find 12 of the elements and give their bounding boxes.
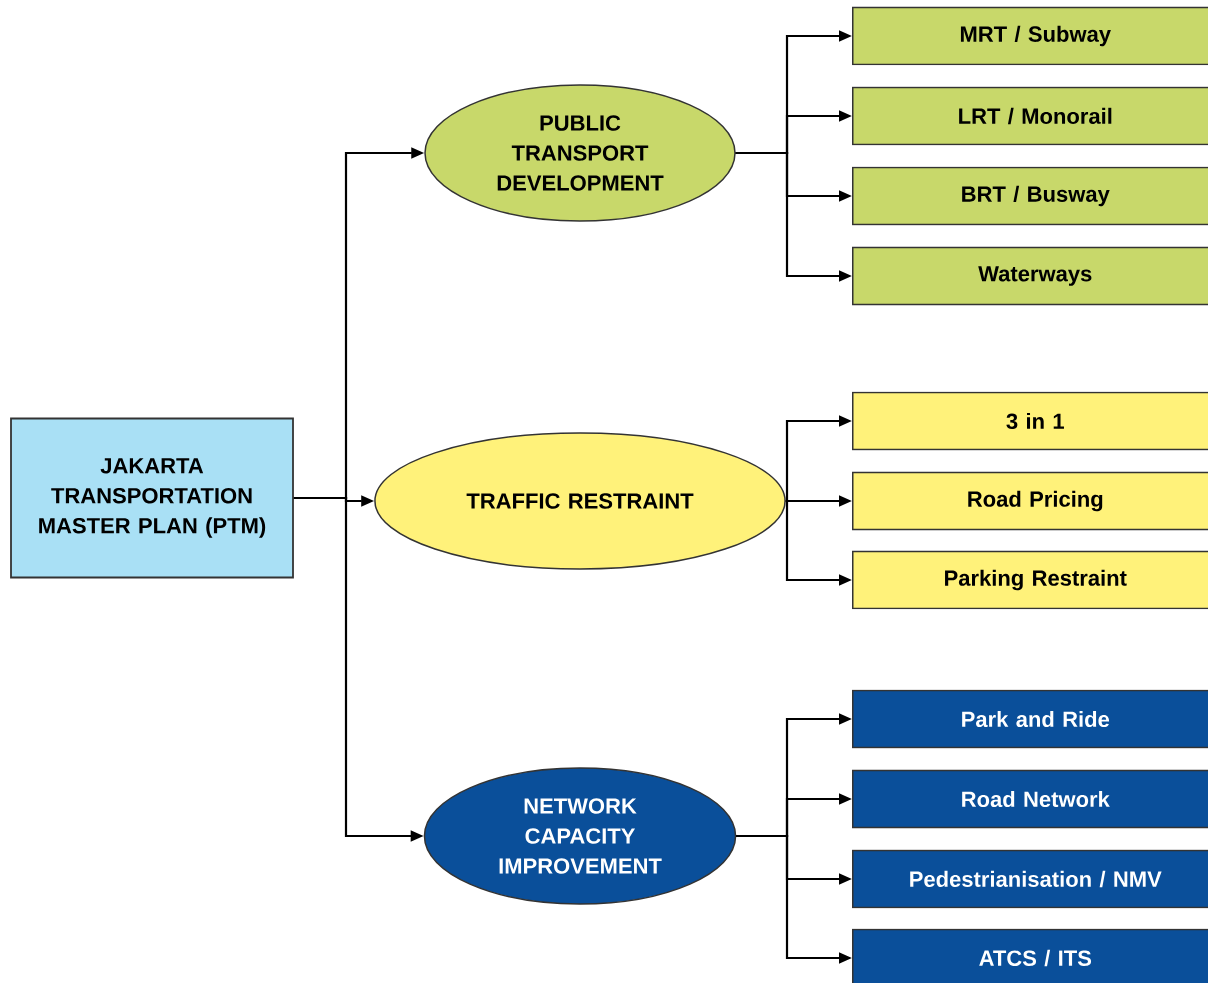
measure-box: LRT / Monorail (852, 86, 1208, 146)
measure-box: MRT / Subway (852, 6, 1208, 66)
measure-box: Waterways (852, 246, 1208, 306)
measure-box: Road Network (852, 769, 1208, 829)
measure-box: BRT / Busway (852, 166, 1208, 226)
measure-box: Parking Restraint (852, 550, 1208, 610)
measure-box: ATCS / ITS (852, 928, 1208, 983)
measure-box: Park and Ride (852, 689, 1208, 749)
measure-box: Pedestrianisation / NMV (852, 849, 1208, 909)
measure-box: 3 in 1 (852, 391, 1208, 451)
measure-box: Road Pricing (852, 471, 1208, 531)
plan-box: JAKARTA TRANSPORTATION MASTER PLAN (PTM) (10, 417, 294, 579)
